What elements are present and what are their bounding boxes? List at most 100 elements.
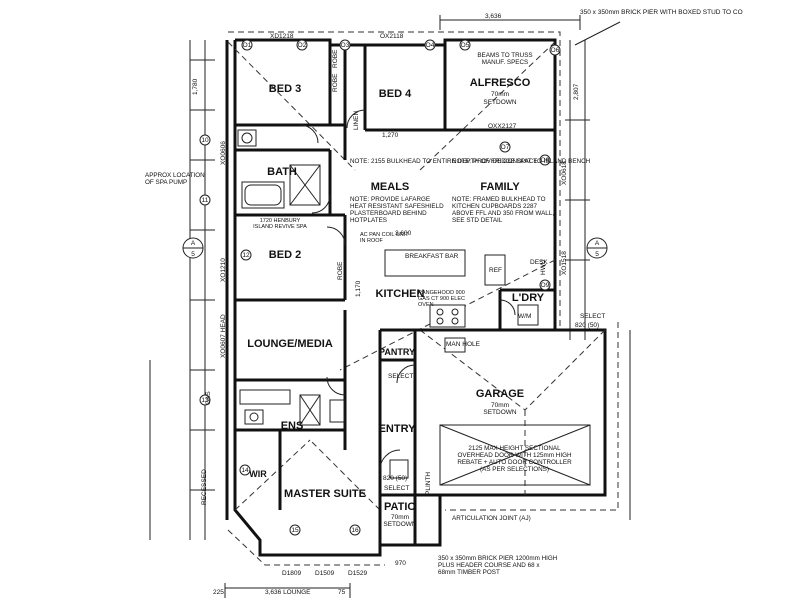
svg-text:O5: O5 bbox=[461, 42, 470, 49]
brickpier-top-note: 350 x 350mm BRICK PIER WITH BOXED STUD T… bbox=[580, 9, 743, 16]
opening-top-2: OX2118 bbox=[380, 33, 404, 40]
label-plinth: PLINTH bbox=[425, 472, 432, 495]
svg-text:16: 16 bbox=[351, 527, 359, 534]
svg-text:O8: O8 bbox=[541, 157, 550, 164]
svg-text:225: 225 bbox=[213, 589, 224, 596]
eaves-line bbox=[227, 31, 619, 566]
door-swings bbox=[299, 109, 516, 471]
svg-text:15: 15 bbox=[291, 527, 299, 534]
svg-text:LINEN: LINEN bbox=[353, 111, 360, 130]
opening-bottom-3: D1529 bbox=[348, 570, 368, 577]
svg-text:970: 970 bbox=[395, 560, 406, 567]
svg-text:1,270: 1,270 bbox=[382, 132, 399, 139]
svg-text:SETDOWN: SETDOWN bbox=[483, 99, 517, 106]
svg-text:ROBE: ROBE bbox=[332, 73, 339, 92]
section-marker-right: A 5 bbox=[586, 237, 608, 259]
svg-text:5: 5 bbox=[191, 251, 195, 258]
dim-right-1: 2,807 bbox=[573, 83, 580, 100]
right-dimension-lines: 2,807 bbox=[565, 40, 631, 520]
room-wir: WIR bbox=[249, 469, 267, 479]
svg-text:SETDOWN: SETDOWN bbox=[383, 521, 417, 528]
bottom-dimension-lines: 225 3,636 LOUNGE 75 bbox=[213, 583, 351, 598]
room-meals: MEALS bbox=[371, 181, 410, 193]
svg-text:3,636 LOUNGE: 3,636 LOUNGE bbox=[265, 589, 311, 596]
opening-right-2: XO1518 bbox=[561, 251, 568, 275]
opening-bottom-1: D1809 bbox=[282, 570, 302, 577]
opening-left-2: XO1210 bbox=[220, 258, 227, 282]
label-breakfast-bar: BREAKFAST BAR bbox=[405, 253, 459, 260]
room-patio: PATIO bbox=[384, 501, 416, 513]
window-markers: O1 O2 O3 O4 O5 O6 O7 O8 O9 10 11 12 13 1… bbox=[199, 39, 561, 536]
svg-text:11: 11 bbox=[202, 197, 209, 204]
room-laundry: L'DRY bbox=[512, 292, 545, 304]
room-labels: BED 3 BED 4 ALFRESCO 70mm SETDOWN BATH M… bbox=[247, 49, 545, 528]
top-dimension-lines: 3,636 350 x 350mm BRICK PIER WITH BOXED … bbox=[439, 9, 743, 46]
svg-text:14: 14 bbox=[241, 467, 249, 474]
label-hwu: HWU bbox=[540, 259, 547, 275]
note-conduit: NOTE: PROVIDE CONDUIT TO ISLAND BENCH bbox=[452, 158, 591, 165]
svg-text:O3: O3 bbox=[341, 42, 350, 49]
label-recessed: RECESSED bbox=[201, 469, 208, 505]
room-garage: GARAGE bbox=[476, 388, 524, 400]
room-bath: BATH bbox=[267, 166, 297, 178]
plan-notes: NOTE: 2155 BULKHEAD TO ENTIRE DEPTH OF F… bbox=[145, 52, 605, 576]
section-marker-left: A 5 bbox=[182, 237, 204, 259]
room-alfresco: ALFRESCO bbox=[470, 77, 531, 89]
note-spa-pump: APPROX LOCATION OF SPA PUMP bbox=[145, 172, 205, 186]
opening-top-3: OXX2127 bbox=[488, 123, 517, 130]
svg-text:70mm: 70mm bbox=[391, 514, 409, 521]
svg-text:70mm: 70mm bbox=[491, 91, 509, 98]
note-articulation: ARTICULATION JOINT (AJ) bbox=[452, 515, 531, 522]
room-bed2: BED 2 bbox=[269, 249, 301, 261]
room-bed4: BED 4 bbox=[379, 88, 412, 100]
svg-text:SETDOWN: SETDOWN bbox=[483, 409, 517, 416]
room-entry: ENTRY bbox=[379, 423, 417, 435]
svg-text:W/M: W/M bbox=[518, 313, 531, 320]
svg-text:13: 13 bbox=[201, 397, 209, 404]
svg-text:75: 75 bbox=[338, 589, 346, 596]
svg-text:10: 10 bbox=[201, 137, 209, 144]
note-brickpier-bottom: 350 x 350mm BRICK PIER 1200mm HIGH PLUS … bbox=[438, 555, 558, 576]
note-framed: NOTE: FRAMED BULKHEAD TO KITCHEN CUPBOAR… bbox=[452, 196, 555, 224]
label-manhole: MAN HOLE bbox=[446, 341, 481, 348]
svg-text:12: 12 bbox=[242, 252, 250, 259]
fixtures bbox=[237, 129, 591, 486]
note-bulkhead: NOTE: 2155 BULKHEAD TO ENTIRE DEPTH OF F… bbox=[350, 158, 538, 165]
dim-left-1: 1,780 bbox=[192, 78, 199, 95]
label-gas: GAS bbox=[205, 391, 212, 405]
opening-right-1: XO0618 bbox=[561, 161, 568, 185]
opening-left-1: XO0606 bbox=[220, 141, 227, 165]
dim-top: 3,636 bbox=[485, 13, 502, 20]
svg-text:5: 5 bbox=[595, 251, 599, 258]
room-kitchen: KITCHEN bbox=[376, 288, 425, 300]
opening-left-3: XO0607 HEAD bbox=[220, 314, 227, 358]
note-lafarge: NOTE: PROVIDE LAFARGE HEAT RESISTANT SAF… bbox=[350, 196, 444, 224]
room-master-suite: MASTER SUITE bbox=[284, 488, 366, 500]
opening-bottom-2: D1509 bbox=[315, 570, 335, 577]
svg-text:O6: O6 bbox=[551, 47, 560, 54]
svg-text:O7: O7 bbox=[501, 144, 510, 151]
note-spa-bench: 1720 HENBURY ISLAND REVIVE SPA bbox=[253, 218, 307, 230]
misc-dimensions: 1,270 1,170 970 3,600 820 (50) 820 (50) bbox=[355, 132, 599, 567]
label-select-2: SELECT bbox=[384, 485, 409, 492]
opening-labels: XD1218 OX2118 OXX2127 XO0606 XO1210 XO06… bbox=[220, 33, 568, 577]
svg-text:820 (50): 820 (50) bbox=[575, 322, 599, 329]
svg-text:ROBE: ROBE bbox=[332, 49, 339, 68]
label-select-3: SELECT bbox=[580, 313, 605, 320]
svg-text:ROBE: ROBE bbox=[337, 261, 344, 280]
note-beams: BEAMS TO TRUSS MANUF. SPECS bbox=[477, 52, 533, 66]
label-select-1: SELECT bbox=[388, 373, 413, 380]
svg-text:70mm: 70mm bbox=[491, 402, 509, 409]
label-rangehood: RANGEHOOD 900 GAS CT 900 ELEC OVEN bbox=[418, 290, 465, 306]
svg-text:O4: O4 bbox=[426, 42, 435, 49]
left-dimension-lines: 1,780 bbox=[149, 40, 215, 540]
svg-text:820 (50): 820 (50) bbox=[383, 475, 407, 482]
svg-text:O9: O9 bbox=[541, 282, 550, 289]
svg-text:1,170: 1,170 bbox=[355, 280, 362, 297]
svg-text:O2: O2 bbox=[298, 42, 307, 49]
room-lounge: LOUNGE/MEDIA bbox=[247, 338, 333, 350]
svg-text:3,600: 3,600 bbox=[395, 230, 412, 237]
room-pantry: PANTRY bbox=[379, 347, 415, 357]
room-family: FAMILY bbox=[480, 181, 520, 193]
